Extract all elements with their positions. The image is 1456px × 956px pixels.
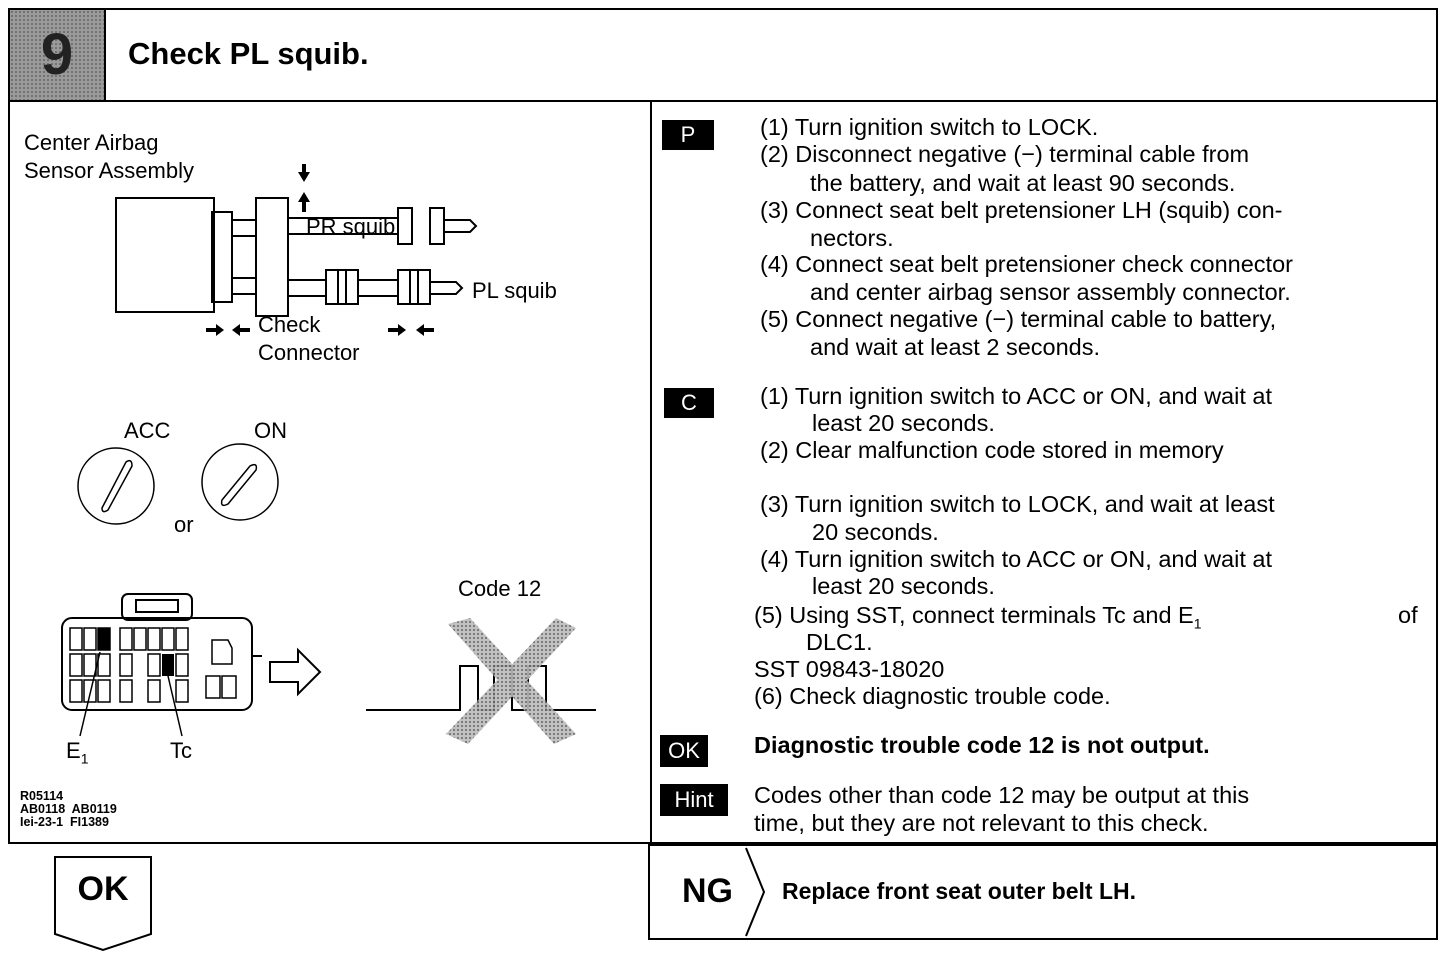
procedure-panel — [650, 100, 1438, 844]
tag-c: C — [664, 388, 714, 418]
c-step-3b: 20 seconds. — [812, 519, 939, 545]
tag-ok: OK — [660, 735, 708, 767]
c-step-5-of: of — [1398, 602, 1418, 628]
or-label: or — [174, 512, 194, 537]
page-title: Check PL squib. — [128, 36, 369, 71]
acc-label: ACC — [124, 418, 171, 443]
c-step-4: (4) Turn ignition switch to ACC or ON, a… — [760, 546, 1272, 572]
p-step-1: (1) Turn ignition switch to LOCK. — [760, 114, 1099, 140]
on-label: ON — [254, 418, 287, 443]
p-step-4: (4) Connect seat belt pretensioner check… — [760, 251, 1293, 277]
step-number-badge: 9 — [10, 10, 106, 100]
p-step-5: (5) Connect negative (−) terminal cable … — [760, 306, 1277, 332]
ok-result-text: Diagnostic trouble code 12 is not output… — [754, 732, 1210, 758]
ng-result-label: NG — [682, 872, 733, 910]
check-connector-label-2: Connector — [258, 340, 360, 365]
sst-number: SST 09843-18020 — [754, 656, 945, 682]
sensor-label-line2: Sensor Assembly — [24, 158, 194, 183]
c-step-5: (5) Using SST, connect terminals Tc and … — [754, 602, 1202, 632]
p-step-4b: and center airbag sensor assembly connec… — [810, 279, 1291, 305]
tag-hint: Hint — [660, 784, 728, 816]
c-step-1b: least 20 seconds. — [812, 410, 995, 436]
tag-p: P — [662, 120, 714, 150]
ng-divider — [745, 847, 766, 937]
c-step-5b: DLC1. — [806, 629, 873, 655]
hint-line-2: time, but they are not relevant to this … — [754, 810, 1209, 836]
p-step-3b: nectors. — [810, 225, 894, 251]
ng-result-box — [648, 844, 1438, 940]
check-connector-label-1: Check — [258, 312, 321, 337]
pr-squib-label: PR squib — [306, 214, 396, 239]
p-step-5b: and wait at least 2 seconds. — [810, 334, 1101, 360]
code-12-label: Code 12 — [458, 576, 542, 601]
sensor-label-line1: Center Airbag — [24, 130, 159, 155]
ok-result-box — [54, 856, 152, 952]
e1-label: E1 — [66, 738, 89, 767]
ng-action-text: Replace front seat outer belt LH. — [782, 878, 1137, 904]
c-step-2: (2) Clear malfunction code stored in mem… — [760, 437, 1224, 463]
c-step-1: (1) Turn ignition switch to ACC or ON, a… — [760, 383, 1272, 409]
p-step-2: (2) Disconnect negative (−) terminal cab… — [760, 141, 1250, 167]
wiring-diagram — [61, 164, 596, 744]
c-step-4b: least 20 seconds. — [812, 573, 995, 599]
p-step-2b: the battery, and wait at least 90 second… — [810, 170, 1236, 196]
ok-result-label: OK — [77, 870, 129, 908]
figure-references: R05114 AB0118 AB0119 Iei-23-1 FI1389 — [20, 789, 117, 829]
c-step-3: (3) Turn ignition switch to LOCK, and wa… — [760, 491, 1275, 517]
step-number: 9 — [40, 22, 74, 87]
hint-line-1: Codes other than code 12 may be output a… — [754, 782, 1250, 808]
tc-label: Tc — [170, 738, 192, 763]
pl-squib-label: PL squib — [472, 278, 557, 303]
c-step-6: (6) Check diagnostic trouble code. — [754, 683, 1111, 709]
p-step-3: (3) Connect seat belt pretensioner LH (s… — [760, 197, 1283, 223]
